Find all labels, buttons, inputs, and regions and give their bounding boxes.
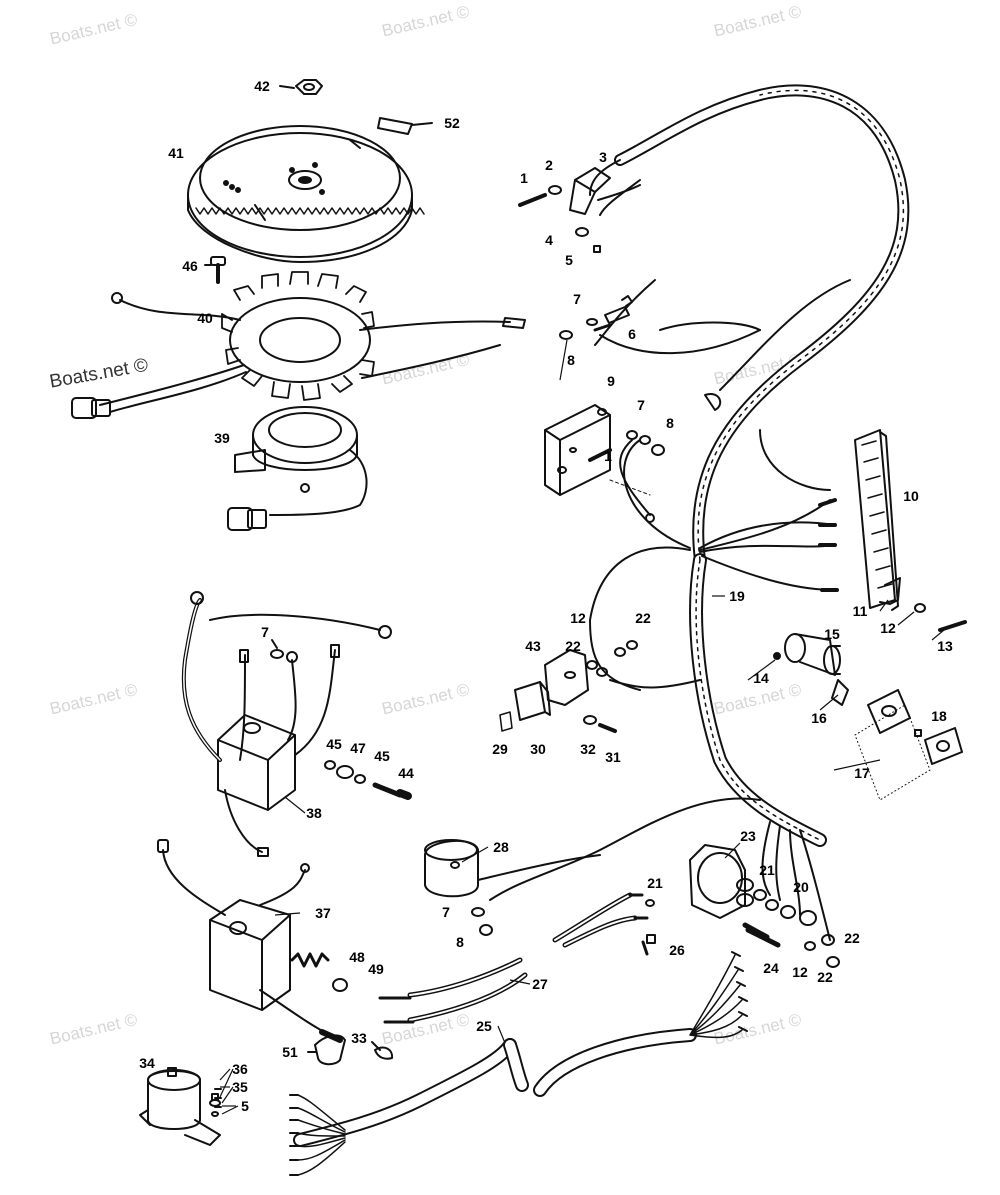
jumper-leads [552,892,655,956]
spring [290,952,348,992]
small-hardware [209,1093,221,1117]
callout-21b: 21 [647,875,663,891]
callout-18: 18 [931,708,947,724]
callout-47: 47 [350,740,366,756]
callout-19: 19 [729,588,745,604]
switch-plate [854,689,963,801]
callout-7d: 7 [442,904,450,920]
callout-40: 40 [197,310,213,326]
callout-22c: 22 [844,930,860,946]
callout-9: 9 [607,373,615,389]
trigger-coil [227,406,368,531]
screws [646,927,781,948]
flywheel-key [377,117,433,135]
callout-22: 22 [635,610,651,626]
callout-52: 52 [444,115,460,131]
screw [204,256,226,284]
stator [71,271,526,419]
terminal-ends [818,498,839,592]
ignition-coil [157,839,343,1043]
callout-7c: 7 [261,624,269,640]
choke-solenoid [139,1067,222,1146]
callout-1b: 1 [604,448,612,464]
callout-45b: 45 [374,748,390,764]
callout-12b: 12 [570,610,586,626]
callout-29: 29 [492,741,508,757]
callout-12c: 12 [792,964,808,980]
battery-leads [378,957,528,1024]
callout-28: 28 [493,839,509,855]
callout-30: 30 [530,741,546,757]
callout-8: 8 [567,352,575,368]
callout-5b: 5 [241,1098,249,1114]
callout-15: 15 [824,626,840,642]
spark-plug-boot [307,1034,346,1066]
callout-12: 12 [880,620,896,636]
callout-49: 49 [368,961,384,977]
callout-20: 20 [793,879,809,895]
callout-33: 33 [351,1030,367,1046]
callout-24: 24 [763,960,779,976]
terminal-studs [559,295,633,340]
callout-8b: 8 [666,415,674,431]
key-switch [773,633,849,706]
callout-22d: 22 [817,969,833,985]
callout-4: 4 [545,232,553,248]
callout-44: 44 [398,765,414,781]
callout-51: 51 [282,1044,298,1060]
callout-46: 46 [182,258,198,274]
callout-16: 16 [811,710,827,726]
callout-25: 25 [476,1018,492,1034]
callout-34: 34 [139,1055,155,1071]
wiring-harness [489,84,910,941]
wire-bundle [289,951,748,1176]
callout-3: 3 [599,149,607,165]
callout-8c: 8 [456,934,464,950]
clip [371,1041,394,1060]
callout-37: 37 [315,905,331,921]
callout-38: 38 [306,805,322,821]
terminal-block [518,167,641,253]
callout-7: 7 [573,291,581,307]
ignition-pack [181,591,392,857]
callout-31: 31 [605,749,621,765]
callout-14: 14 [753,670,769,686]
callout-39: 39 [214,430,230,446]
callout-43: 43 [525,638,541,654]
callout-5: 5 [565,252,573,268]
rectifier [544,404,651,496]
flywheel-nut [279,79,323,95]
callout-27: 27 [532,976,548,992]
callout-21: 21 [759,862,775,878]
callout-17: 17 [854,765,870,781]
mounting-hardware [324,760,412,800]
callout-1: 1 [520,170,528,186]
callout-2: 2 [545,157,553,173]
callout-41: 41 [168,145,184,161]
callout-45: 45 [326,736,342,752]
starter-solenoid [689,844,840,968]
callout-32: 32 [580,741,596,757]
callout-11: 11 [852,603,868,619]
callout-36: 36 [232,1061,248,1077]
callout-48: 48 [349,949,365,965]
callout-13: 13 [937,638,953,654]
callout-35: 35 [232,1079,248,1095]
callout-42: 42 [254,78,270,94]
callout-7b: 7 [637,397,645,413]
callout-22b: 22 [565,638,581,654]
flywheel [187,125,425,263]
rectifier-hardware [619,430,665,516]
relay-bracket [499,279,656,733]
callout-6: 6 [628,326,636,342]
nut [270,639,284,659]
callout-10: 10 [903,488,919,504]
callout-26: 26 [669,942,685,958]
callout-23: 23 [740,828,756,844]
